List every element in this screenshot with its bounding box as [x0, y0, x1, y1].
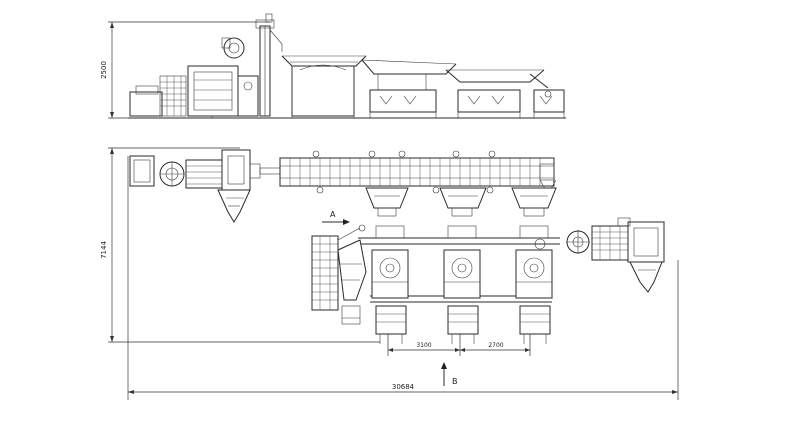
side-storage-bin: [311, 224, 367, 325]
side-elevation-view: 2500: [100, 13, 566, 119]
output-unit-plan: [566, 217, 665, 293]
view-arrow-b: B: [441, 362, 458, 386]
elevation-height-dimension: 2500: [100, 21, 270, 119]
plan-depth-dimension: 7144: [100, 147, 380, 343]
input-unit-plan: [129, 149, 281, 223]
processing-unit-2: [443, 225, 481, 344]
conveyor-hopper-3: [445, 69, 545, 118]
view-arrow-a: A: [322, 210, 350, 225]
total-length-dimension: 30684: [127, 156, 679, 400]
distribution-hopper-1: [365, 187, 409, 217]
cleaner-machine-elevation: [187, 37, 259, 118]
processing-unit-3: [515, 225, 553, 344]
conveyor-hopper-1: [281, 55, 367, 118]
total-length-label: 30684: [392, 383, 415, 391]
conveyor-hopper-4: [529, 73, 565, 118]
view-b-label: B: [452, 377, 458, 386]
spacing-1-label: 3100: [416, 342, 431, 349]
processing-unit-1: [371, 225, 409, 344]
bucket-elevator-elevation: [255, 13, 283, 117]
elevation-height-label: 2500: [100, 61, 108, 79]
plan-view: 7144 30684 3100 2700 A: [100, 147, 679, 400]
spacing-2-label: 2700: [488, 342, 503, 349]
view-a-label: A: [330, 210, 336, 219]
distribution-hopper-2: [439, 187, 487, 217]
plan-depth-label: 7144: [100, 241, 108, 259]
main-conveyor-plan: [279, 150, 557, 195]
distribution-hopper-3: [511, 187, 557, 217]
feed-hopper-elevation: [129, 75, 187, 117]
conveyor-hopper-2: [361, 59, 457, 118]
